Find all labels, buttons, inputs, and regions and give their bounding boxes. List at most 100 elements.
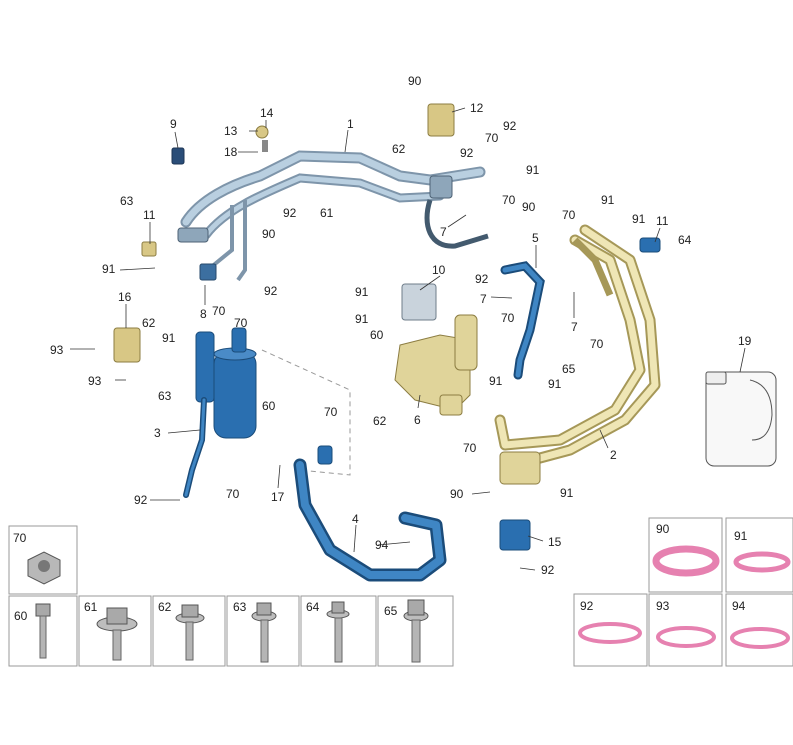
callout-91d: 91 xyxy=(102,262,116,276)
callout-93a: 93 xyxy=(50,343,64,357)
callout-11b: 11 xyxy=(656,214,669,228)
legend-label-63: 63 xyxy=(233,600,247,614)
callout-91j: 91 xyxy=(560,486,574,500)
callout-14: 14 xyxy=(260,106,274,120)
callout-92b: 92 xyxy=(503,119,517,133)
callout-7c: 7 xyxy=(571,320,578,334)
bolt-60-icon xyxy=(35,603,51,617)
bolt-63-head-icon xyxy=(256,602,272,616)
legend-label-90: 90 xyxy=(656,522,670,536)
manifold-6 xyxy=(394,314,478,416)
callout-70g: 70 xyxy=(234,316,248,330)
legend-label-62: 62 xyxy=(158,600,172,614)
callout-16: 16 xyxy=(118,290,132,304)
callout-92g: 92 xyxy=(541,563,555,577)
callout-17: 17 xyxy=(271,490,285,504)
callout-10: 10 xyxy=(432,263,446,277)
legend-label-93: 93 xyxy=(656,599,670,613)
callout-90a: 90 xyxy=(408,74,422,88)
callout-92f: 92 xyxy=(134,493,148,507)
small-parts-left xyxy=(113,125,269,363)
callout-70e: 70 xyxy=(501,311,515,325)
callout-60a: 60 xyxy=(370,328,384,342)
callout-91h: 91 xyxy=(489,374,503,388)
callout-92d: 92 xyxy=(264,284,278,298)
callout-70b: 70 xyxy=(502,193,516,207)
bolt-61-head-icon xyxy=(106,607,128,625)
bolt-63-shank-icon xyxy=(260,619,269,663)
callout-18: 18 xyxy=(224,145,238,159)
oring-91-icon xyxy=(733,551,791,573)
receiver-drier xyxy=(183,327,351,498)
callout-64: 64 xyxy=(678,233,692,247)
callout-93b: 93 xyxy=(88,374,102,388)
callout-5: 5 xyxy=(532,231,539,245)
callout-65: 65 xyxy=(562,362,576,376)
part-10-block xyxy=(401,283,437,321)
callout-70c: 70 xyxy=(562,208,576,222)
bolt-61-shank-icon xyxy=(112,629,122,661)
callout-4: 4 xyxy=(352,512,359,526)
callout-63b: 63 xyxy=(158,389,172,403)
callout-70a: 70 xyxy=(485,131,499,145)
oil-container-19 xyxy=(705,371,777,467)
callout-90c: 90 xyxy=(522,200,536,214)
oring-legend: 90 91 92 93 94 xyxy=(573,517,793,667)
callout-70h: 70 xyxy=(324,405,338,419)
oring-92-icon xyxy=(578,622,642,644)
legend-label-92: 92 xyxy=(580,599,594,613)
callout-7a: 7 xyxy=(440,225,447,239)
callout-90d: 90 xyxy=(450,487,464,501)
callout-61: 61 xyxy=(320,206,334,220)
bolt-62-head-icon xyxy=(181,604,199,618)
callout-62b: 62 xyxy=(142,316,156,330)
callout-2: 2 xyxy=(610,448,617,462)
oring-94-icon xyxy=(730,627,790,649)
callout-11a: 11 xyxy=(143,208,156,222)
part-12-block xyxy=(427,103,455,137)
callout-6: 6 xyxy=(414,413,421,427)
nut-hole-icon xyxy=(38,560,50,572)
callout-3: 3 xyxy=(154,426,161,440)
bolt-65-head-icon xyxy=(407,599,425,616)
pipe-assembly-2 xyxy=(494,224,661,485)
callout-91c: 91 xyxy=(632,212,646,226)
callout-19: 19 xyxy=(738,334,752,348)
legend-label-65: 65 xyxy=(384,604,398,618)
callout-90b: 90 xyxy=(262,227,276,241)
callout-62a: 62 xyxy=(392,142,406,156)
callout-63a: 63 xyxy=(120,194,134,208)
leader-lines xyxy=(70,107,746,571)
callout-13: 13 xyxy=(224,124,238,138)
callout-8: 8 xyxy=(200,307,207,321)
callout-70i: 70 xyxy=(463,441,477,455)
legend-label-94: 94 xyxy=(732,599,746,613)
legend-label-64: 64 xyxy=(306,600,320,614)
callout-91g: 91 xyxy=(162,331,176,345)
callout-70d: 70 xyxy=(590,337,604,351)
callout-92e: 92 xyxy=(475,272,489,286)
bolt-65-shank-icon xyxy=(411,619,421,663)
callout-9: 9 xyxy=(170,117,177,131)
callout-labels: 1 2 3 4 5 6 7 7 7 8 9 10 11 11 12 13 14 … xyxy=(50,74,752,577)
callout-94: 94 xyxy=(375,538,389,552)
callout-1: 1 xyxy=(347,117,354,131)
callout-60b: 60 xyxy=(262,399,276,413)
callout-91f: 91 xyxy=(355,312,369,326)
part-15-block xyxy=(499,519,531,551)
pipe-5 xyxy=(500,261,545,380)
bolt-60-shank-icon xyxy=(39,615,47,659)
callout-7b: 7 xyxy=(480,292,487,306)
callout-70f: 70 xyxy=(212,304,226,318)
bolt-62-shank-icon xyxy=(185,621,194,661)
callout-91a: 91 xyxy=(526,163,540,177)
legend-label-61: 61 xyxy=(84,600,98,614)
callout-91i: 91 xyxy=(548,377,562,391)
bolt-64-shank-icon xyxy=(334,617,343,663)
fastener-legend: 70 60 61 62 63 64 65 xyxy=(8,525,454,667)
oring-93-icon xyxy=(656,626,716,648)
callout-15: 15 xyxy=(548,535,562,549)
callout-12: 12 xyxy=(470,101,484,115)
legend-label-91: 91 xyxy=(734,529,748,543)
